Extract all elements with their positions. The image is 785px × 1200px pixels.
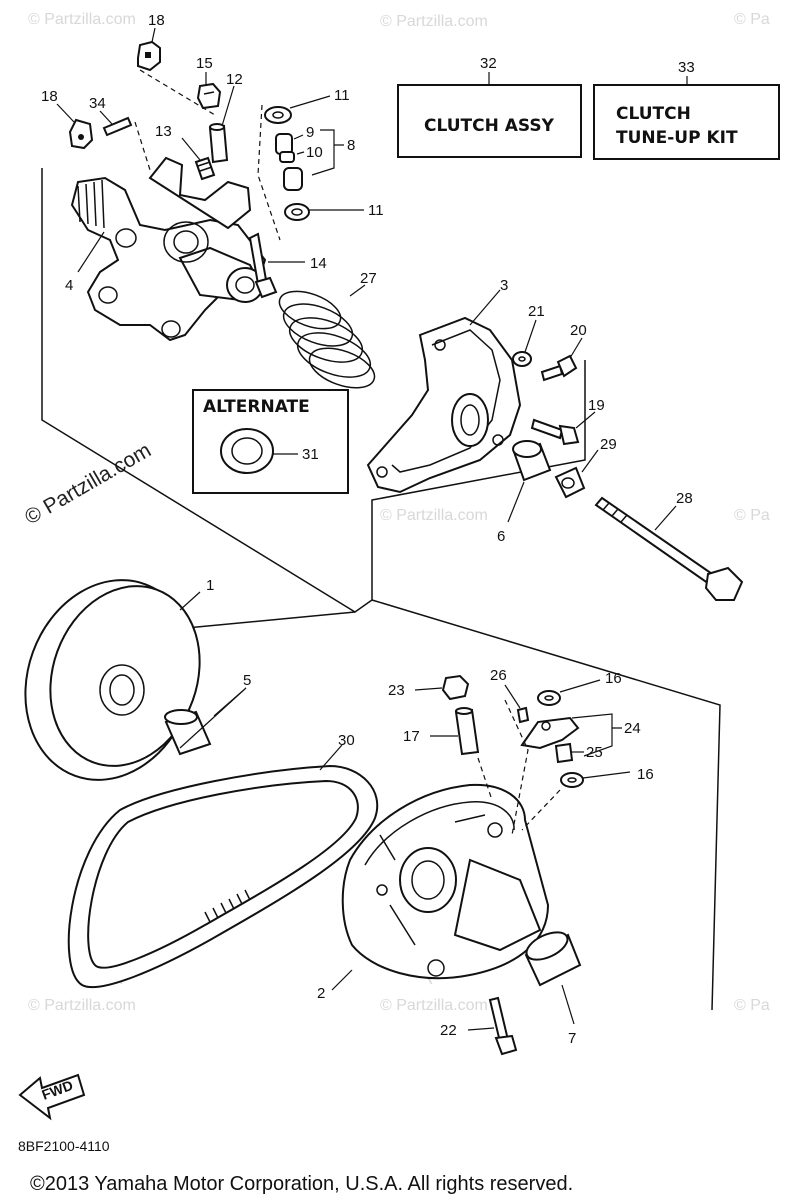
callout-9: 9 [306,124,314,141]
callout-3: 3 [500,277,508,294]
tune-up-kit-label-2: TUNE-UP KIT [616,128,738,148]
callout-20: 20 [570,322,587,339]
callout-21: 21 [528,303,545,320]
callout-4: 4 [65,277,73,294]
callout-14: 14 [310,255,327,272]
part-7-bushing: 7 [524,931,582,1047]
callout-17: 17 [403,728,420,745]
clutch-assy-box: CLUTCH ASSY 32 [397,55,582,158]
part-1-sheave: 1 [24,577,214,781]
callout-1: 1 [206,577,214,594]
callout-7: 7 [568,1030,576,1047]
part-18-left: 18 [41,88,94,150]
part-14-bolt: 14 [248,232,327,299]
callout-13: 13 [155,123,172,140]
part-22-bolt: 22 [440,996,518,1056]
callout-30: 30 [338,732,355,749]
part-11-washer-upper: 11 [264,87,350,124]
callout-19: 19 [588,397,605,414]
watermark-mid-center: © Partzilla.com [380,507,488,524]
callout-28: 28 [676,490,693,507]
part-28-bolt: 28 [594,490,744,601]
part-34-pin: 34 [89,95,133,137]
fwd-arrow-icon: FWD [18,1073,86,1121]
callout-29: 29 [600,436,617,453]
part-11-washer-lower: 11 [284,202,384,221]
part-12-sleeve: 12 [208,71,243,164]
clutch-assy-label: CLUTCH ASSY [424,116,555,136]
part-20-bolt: 20 [540,322,587,382]
callout-15: 15 [196,55,213,72]
callout-34: 34 [89,95,106,112]
part-3-cover: 3 [366,277,522,494]
part-21-washer: 21 [512,303,545,367]
callout-11-lower: 11 [368,202,384,219]
callout-27: 27 [360,270,377,287]
watermark-top-right: © Pa [734,11,770,28]
part-15-nut: 15 [196,55,222,110]
part-18-upper: 18 [137,12,165,72]
watermark-mid-right: © Pa [734,507,770,524]
part-24-shoe: 24 25 [520,713,641,764]
callout-24: 24 [624,720,641,737]
callout-18-left: 18 [41,88,58,105]
watermark-diagonal: © Partzilla.com [21,439,155,530]
part-4-spider: 4 [65,156,267,342]
tune-up-kit-label-1: CLUTCH [616,104,691,124]
watermark-bottom-center: © Partzilla.com [380,997,488,1014]
callout-16-upper: 16 [605,670,622,687]
part-2-sliding-sheave: 2 [317,783,550,1002]
callout-5: 5 [243,672,251,689]
callout-32: 32 [480,55,497,72]
callout-18-upper: 18 [148,12,165,29]
part-5-bushing: 5 [164,672,251,756]
callout-23: 23 [388,682,405,699]
callout-22: 22 [440,1022,457,1039]
copyright-notice: ©2013 Yamaha Motor Corporation, U.S.A. A… [30,1173,573,1195]
diagram-code: 8BF2100-4110 [18,1138,110,1154]
callout-33: 33 [678,59,695,76]
callout-25: 25 [586,744,603,761]
part-19-bolt: 19 [530,397,605,446]
callout-26: 26 [490,667,507,684]
part-16-washer-upper: 16 [537,670,622,706]
part-30-belt: 30 [67,732,379,989]
part-29-collar: 29 [554,436,617,499]
part-27-spring: 27 [278,270,377,389]
part-6-bushing: 6 [497,440,552,545]
tune-up-kit-box: CLUTCH TUNE-UP KIT 33 [593,59,780,160]
callout-2: 2 [317,985,325,1002]
watermark-bottom-left: © Partzilla.com [28,997,136,1014]
watermark-bottom-right: © Pa [734,997,770,1014]
callout-16-lower: 16 [637,766,654,783]
part-13-spring: 13 [155,123,216,181]
watermark-top-center: © Partzilla.com [380,13,488,30]
callout-10: 10 [306,144,323,161]
watermark-top-left: © Partzilla.com [28,11,136,28]
part-17-sleeve: 17 [403,707,480,756]
alternate-box: ALTERNATE 31 [192,389,349,494]
alternate-label: ALTERNATE [203,397,310,417]
part-26-spring: 26 [490,667,530,724]
callout-6: 6 [497,528,505,545]
part-23-nut: 23 [388,674,470,701]
callout-12: 12 [226,71,243,88]
part-16-washer-lower: 16 [560,766,654,788]
callout-8: 8 [347,137,355,154]
callout-31: 31 [302,446,319,463]
part-8-roller-kit: 9 10 8 [275,124,355,191]
callout-11-upper: 11 [334,87,350,104]
